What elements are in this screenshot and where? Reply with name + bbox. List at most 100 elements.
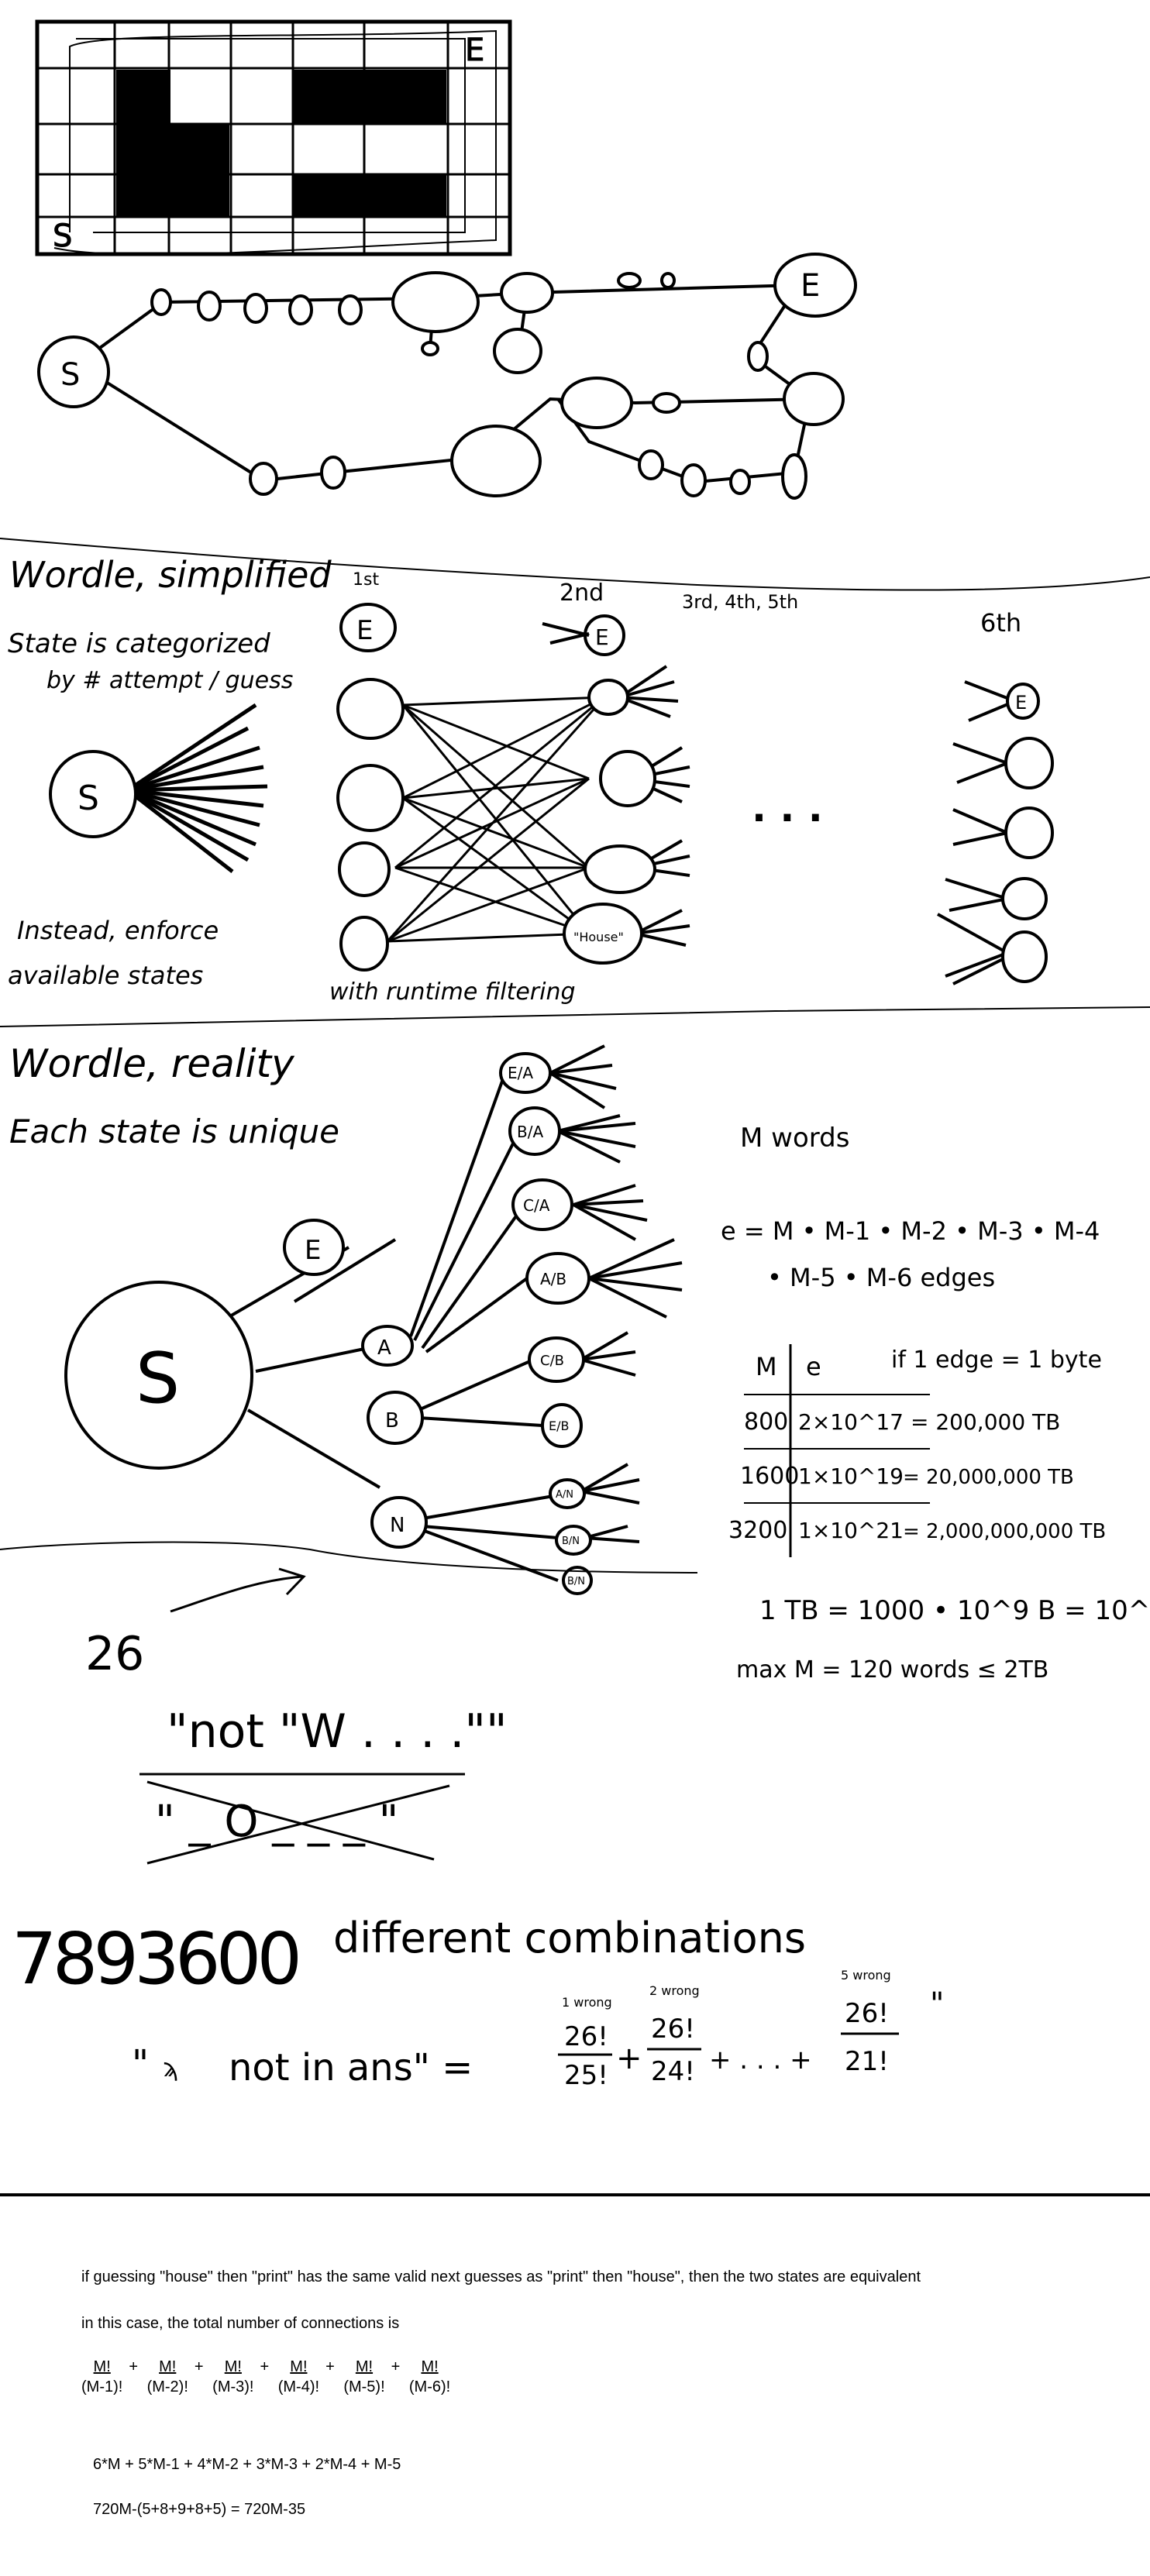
grid-border xyxy=(35,19,512,256)
path-start-node xyxy=(37,335,110,408)
table-header-m: M xyxy=(756,1352,777,1381)
path-end-label: E xyxy=(801,268,820,304)
col1-end-node xyxy=(339,603,397,652)
leaf-label: A/N xyxy=(556,1489,573,1501)
frac-label: 5 wrong xyxy=(841,1968,891,1983)
section-reality: Wordle, reality Each state is unique xyxy=(9,1041,1150,1684)
connections-note: in this case, the total number of connec… xyxy=(81,2315,400,2332)
reality-start-label: S xyxy=(136,1338,180,1419)
plus-sign: + xyxy=(129,2358,139,2375)
enforce-note-line3: with runtime filtering xyxy=(329,978,576,1006)
frac-num: 26! xyxy=(845,1998,889,2029)
frac-den: 21! xyxy=(845,2046,889,2077)
simplified-start-fan xyxy=(126,703,268,873)
simplified-start-label: S xyxy=(77,779,99,818)
table-cell-m: 800 xyxy=(744,1408,788,1436)
not-in-ans-text: not in ans" = xyxy=(229,2046,473,2089)
size-table: M e if 1 edge = 1 byte 800 2×10^17 = 200… xyxy=(728,1344,1106,1557)
divider-1 xyxy=(0,538,1150,591)
plus-sign: + xyxy=(616,2041,642,2076)
equivalence-note: if guessing "house" then "print" has the… xyxy=(81,2268,921,2285)
simplified-note-line2: by # attempt / guess xyxy=(46,667,293,694)
col-3rd-label: 3rd, 4th, 5th xyxy=(682,591,798,613)
plus-sign: + xyxy=(194,2358,204,2375)
table-cell-size: = 200,000 TB xyxy=(911,1409,1060,1435)
path-graph: S E xyxy=(37,253,857,500)
plus-sign: + xyxy=(260,2358,270,2375)
col-2nd-label: 2nd xyxy=(560,580,604,607)
enforce-note-line2: available states xyxy=(8,961,203,990)
fraction: M!(M-4)! xyxy=(277,2358,320,2395)
leaf-label: C/B xyxy=(540,1353,564,1369)
col-6th-label: 6th xyxy=(980,608,1021,638)
fraction: M!(M-1)! xyxy=(81,2358,123,2395)
grid-lines xyxy=(37,22,510,254)
edges-formula-line1: e = M • M-1 • M-2 • M-3 • M-4 xyxy=(721,1216,1100,1246)
path-end-node xyxy=(773,253,857,318)
arrow-26 xyxy=(170,1567,306,1613)
combos-text: different combinations xyxy=(333,1914,806,1962)
reality-title: Wordle, reality xyxy=(9,1041,295,1086)
simplified-note-line1: State is categorized xyxy=(8,628,270,659)
reality-subtitle: Each state is unique xyxy=(9,1113,339,1150)
not-w-note: "not "W . . . ."" xyxy=(167,1704,508,1759)
frac-den: 25! xyxy=(564,2060,608,2091)
col4-fans xyxy=(937,680,1016,985)
plus-sign: + xyxy=(391,2358,401,2375)
edges-formula-line2: • M-5 • M-6 edges xyxy=(767,1263,995,1292)
node-b-label: B xyxy=(385,1409,399,1432)
frac-label: 1 wrong xyxy=(562,1995,612,2010)
col-1st-label: 1st xyxy=(353,570,379,590)
number-26: 26 xyxy=(85,1627,144,1681)
fraction: M!(M-6)! xyxy=(408,2358,451,2395)
frac-den: 24! xyxy=(651,2056,695,2087)
table-cell-e: 2×10^17 xyxy=(798,1409,904,1435)
table-cell-size: = 20,000,000 TB xyxy=(903,1466,1074,1489)
combos-number: 7893600 xyxy=(12,1917,302,2000)
table-cell-m: 3200 xyxy=(728,1517,787,1544)
fraction: M!(M-3)! xyxy=(212,2358,254,2395)
fraction: M!(M-2)! xyxy=(146,2358,188,2395)
simplified-title: Wordle, simplified xyxy=(9,554,332,596)
leaf-label: A/B xyxy=(540,1270,566,1288)
leaf-label: B/N xyxy=(567,1576,585,1587)
ellipsis: . . . xyxy=(752,786,823,831)
reality-start-node xyxy=(64,1281,253,1470)
frac-num: 26! xyxy=(651,2014,695,2045)
node-a-label: A xyxy=(377,1336,391,1360)
table-cell-e: 1×10^21 xyxy=(798,1518,904,1543)
enforce-note-line1: Instead, enforce xyxy=(17,916,219,945)
reality-tree-edges xyxy=(227,1076,559,1582)
strike-line-1 xyxy=(146,1780,435,1861)
frac-num: 26! xyxy=(564,2021,608,2052)
table-cell-m: 1600 xyxy=(740,1463,799,1490)
scribble-mark: ϡ xyxy=(163,2053,178,2082)
section-simplified: Wordle, simplified State is categorized … xyxy=(8,554,1054,1006)
table-cell-size: = 2,000,000,000 TB xyxy=(903,1520,1106,1543)
divider-2 xyxy=(0,1006,1150,1027)
maze-path xyxy=(53,29,497,256)
tb-note: 1 TB = 1000 • 10^9 B = 10^12 xyxy=(759,1595,1150,1626)
grid-end-label: E xyxy=(465,33,484,68)
reality-end-label: E xyxy=(305,1235,321,1266)
table-note: if 1 edge = 1 byte xyxy=(891,1346,1102,1374)
leaf-label: E/B xyxy=(549,1419,569,1433)
house-label: "House" xyxy=(573,930,624,944)
grid-walls xyxy=(116,70,446,217)
grid-start-label: S xyxy=(53,218,72,254)
divider-3 xyxy=(0,1541,698,1573)
reality-leaf-fans xyxy=(549,1044,683,1543)
fraction-sum: M!(M-1)!+ M!(M-2)!+ M!(M-3)!+ M!(M-4)!+ … xyxy=(81,2357,456,2397)
plus-dots: + . . . + xyxy=(709,2045,812,2076)
node-n-label: N xyxy=(390,1514,405,1537)
leaf-label: B/A xyxy=(517,1123,543,1141)
m-words-note: M words xyxy=(740,1123,849,1154)
simplified-start-node xyxy=(49,750,137,838)
edge-sum-formula: 6*M + 5*M-1 + 4*M-2 + 3*M-3 + 2*M-4 + M-… xyxy=(93,2456,401,2473)
frac-label: 2 wrong xyxy=(649,1983,700,1998)
leaf-label: C/A xyxy=(523,1196,550,1215)
col1-end-label: E xyxy=(356,615,373,646)
strike-line-2 xyxy=(146,1784,450,1865)
max-m-note: max M = 120 words ≤ 2TB xyxy=(736,1656,1048,1684)
